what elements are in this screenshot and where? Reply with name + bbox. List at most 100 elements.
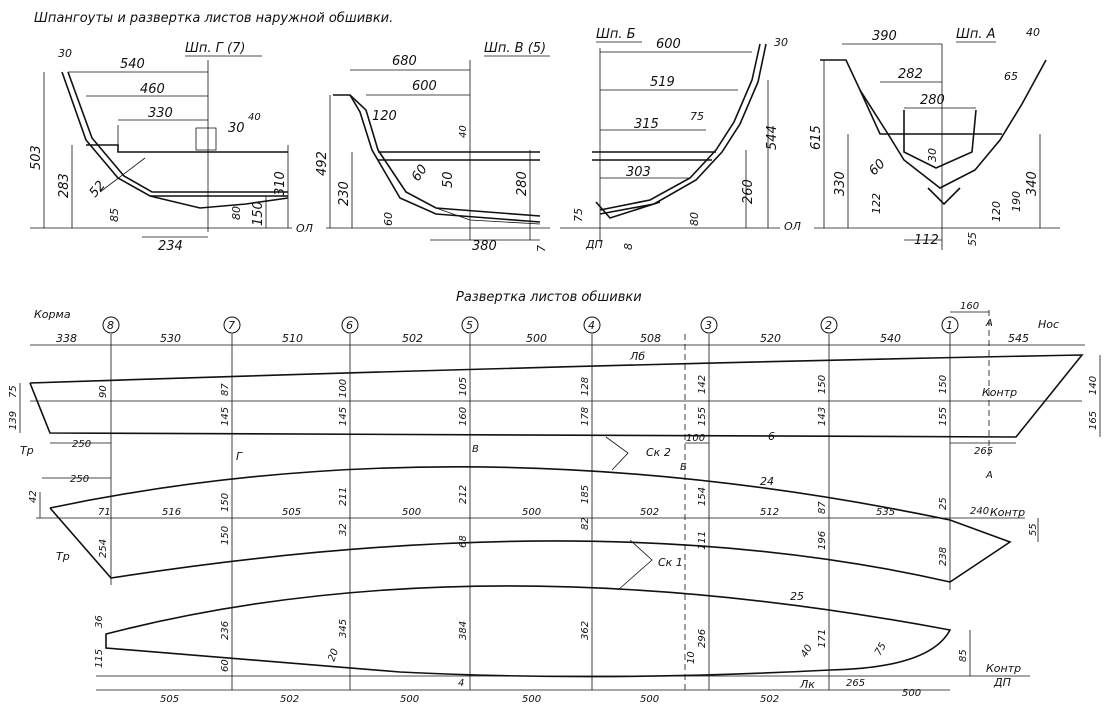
dim-label: 100 — [686, 433, 705, 444]
dim-label: 68 — [458, 535, 469, 548]
plate-6: Лб Контр 6 Тр 90 87 100 105 128 142 150 … — [8, 350, 1101, 481]
dim-label: 20 — [326, 647, 341, 663]
section-g-deck — [86, 144, 288, 153]
dim-label: 120 — [372, 109, 397, 124]
dim-label: 155 — [697, 407, 708, 426]
dim-label: 40 — [1026, 26, 1040, 39]
dim-label: 519 — [650, 75, 675, 90]
dim-label: 128 — [580, 377, 591, 396]
dim-label: 85 — [958, 649, 969, 662]
dim-label: 160 — [960, 301, 979, 312]
frame-number: 7 — [228, 319, 235, 332]
dim-label: 30 — [774, 36, 788, 49]
section-b-deck — [592, 151, 716, 161]
section-a-tank — [903, 109, 977, 169]
dim-label: 150 — [220, 493, 231, 512]
frame-circle — [700, 316, 718, 334]
dim-label: 520 — [760, 332, 781, 345]
dim-label: 87 — [817, 501, 828, 514]
dim-label: 32 — [338, 523, 349, 536]
frame-a-label: А — [985, 318, 993, 329]
sk2-label: Ск 2 — [646, 446, 671, 459]
centerline-label: ДП — [585, 238, 603, 251]
lk-label: Лк — [799, 678, 815, 691]
section-g-inner-contour — [67, 71, 288, 193]
dim-label: 82 — [580, 517, 591, 530]
dim-label: 502 — [402, 332, 423, 345]
dim-label: 196 — [817, 531, 828, 550]
dim-label: 139 — [8, 411, 19, 430]
frame-number: 4 — [588, 319, 595, 332]
dim-label: 30 — [228, 121, 245, 136]
scarf-joint-sk2 — [605, 436, 629, 471]
dim-label: 120 — [990, 201, 1003, 222]
kontr-label: Контр — [982, 386, 1017, 399]
section-v-outer-contour — [333, 94, 541, 217]
plate-number: 6 — [768, 430, 775, 443]
dim-label: 500 — [522, 507, 541, 518]
dim-label: 150 — [938, 375, 949, 394]
letter-b: Б — [680, 462, 687, 473]
dim-label: 7 — [535, 245, 548, 252]
tr-label: Тр — [56, 550, 70, 563]
dim-label: 4 — [458, 678, 464, 689]
frame-circle — [102, 316, 120, 334]
dim-label: 60 — [382, 212, 395, 226]
tr-label: Тр — [20, 444, 34, 457]
dim-label: 338 — [56, 332, 77, 345]
dim-label: 75 — [572, 208, 585, 222]
dim-label: 36 — [94, 615, 105, 628]
plate-number: 25 — [790, 590, 804, 603]
dim-label: 71 — [98, 507, 111, 518]
baseline-label: ОЛ — [784, 220, 801, 233]
plate-6-outline — [29, 354, 1084, 438]
dim-label: 75 — [8, 385, 19, 398]
dim-label: 265 — [974, 446, 993, 457]
dim-label: 238 — [938, 547, 949, 566]
dim-label: 502 — [280, 694, 299, 705]
section-b-outer-contour — [599, 43, 761, 211]
dp-label: ДП — [993, 676, 1011, 689]
dim-label: 500 — [522, 694, 541, 705]
frame-circle — [461, 316, 479, 334]
dim-label: 100 — [338, 379, 349, 398]
dim-label: 280 — [515, 171, 530, 196]
dim-label: 240 — [970, 506, 989, 517]
dim-label: 105 — [458, 377, 469, 396]
frame-circle — [820, 316, 838, 334]
dim-line — [99, 157, 146, 193]
dim-label: 140 — [1088, 376, 1099, 395]
dim-label: 310 — [273, 171, 288, 196]
section-a-deck — [859, 89, 1002, 135]
dim-label: 115 — [94, 649, 105, 668]
section-v-inner-contour — [349, 94, 541, 223]
dim-label: 122 — [870, 193, 883, 214]
dim-label: 362 — [580, 621, 591, 640]
dim-label: 315 — [634, 117, 659, 132]
dim-label: 680 — [392, 54, 417, 69]
dim-label: 145 — [338, 407, 349, 426]
bow-label: Нос — [1038, 318, 1059, 331]
dim-label: 150 — [220, 526, 231, 545]
dim-label: 10 — [686, 651, 697, 664]
dim-label: 145 — [220, 407, 231, 426]
dim-label: 150 — [251, 201, 266, 226]
dim-label: 80 — [230, 206, 243, 220]
dim-label: 165 — [1088, 411, 1099, 430]
dim-label: 505 — [160, 694, 179, 705]
dim-label: 380 — [472, 239, 497, 254]
section-v-deck — [378, 151, 540, 161]
dim-label: 500 — [402, 507, 421, 518]
frame-circle — [341, 316, 359, 334]
frame-number: 5 — [466, 319, 473, 332]
dim-label: 330 — [148, 106, 173, 121]
dim-label: 500 — [640, 694, 659, 705]
frame-section-b: Шп. Б 600 30 519 75 315 303 544 260 75 8… — [560, 27, 801, 251]
dim-label: 384 — [458, 621, 469, 640]
dim-label: 75 — [873, 641, 889, 658]
drawing-title: Шпангоуты и развертка листов наружной об… — [34, 11, 393, 26]
dim-label: 260 — [741, 179, 756, 204]
section-a-keel — [927, 187, 961, 206]
dim-label: 516 — [162, 507, 181, 518]
dim-label: 154 — [697, 487, 708, 506]
